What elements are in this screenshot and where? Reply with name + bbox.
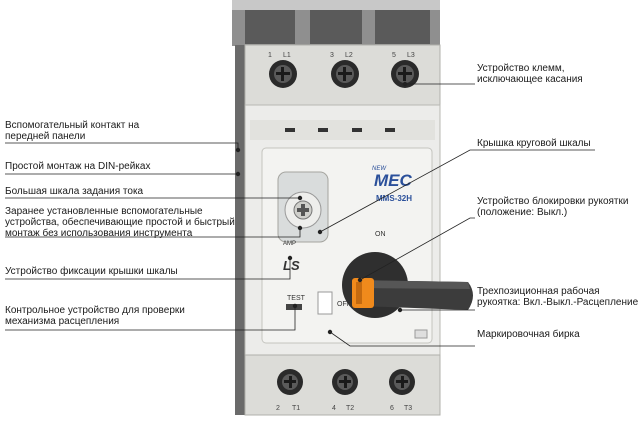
term-label: T3 <box>404 405 412 412</box>
leader-line <box>5 228 301 238</box>
term-label: T1 <box>292 405 300 412</box>
bottom-terminal-screw-1 <box>277 369 303 395</box>
term-label: 5 <box>392 52 396 59</box>
off-label: OFF <box>337 301 351 308</box>
leader-line <box>359 217 475 281</box>
term-label: L3 <box>407 52 415 59</box>
term-label: 2 <box>276 405 280 412</box>
top-terminal-screw-3 <box>391 60 419 88</box>
label-touch-safe-terminals: Устройство клемм,исключающее касания <box>477 63 583 85</box>
marking-tag <box>414 329 428 339</box>
label-marking-tag: Маркировочная бирка <box>477 329 580 340</box>
term-label: 3 <box>330 52 334 59</box>
leader-line <box>319 149 595 233</box>
label-current-scale: Большая шкала задания тока <box>5 186 144 197</box>
dial-mark: AMP <box>283 241 296 247</box>
label-handle-lock: Устройство блокировки рукоятки(положение… <box>477 196 629 218</box>
term-label: 4 <box>332 405 336 412</box>
term-label: 6 <box>390 405 394 412</box>
maker-logo: LS <box>283 258 300 273</box>
slot <box>352 128 362 132</box>
brand-small: NEW <box>372 166 387 172</box>
term-label: 1 <box>268 52 272 59</box>
leader-line <box>5 258 291 280</box>
label-din-mount: Простой монтаж на DIN-рейках <box>5 161 151 172</box>
term-label: L2 <box>345 52 353 59</box>
bottom-terminal-screw-3 <box>389 369 415 395</box>
slot <box>285 128 295 132</box>
label-dial-cover-lock: Устройство фиксации крышки шкалы <box>5 266 178 277</box>
top-terminal-screw-2 <box>331 60 359 88</box>
test-slot <box>317 291 333 315</box>
leader-line <box>5 306 296 331</box>
bottom-terminal-screw-2 <box>332 369 358 395</box>
slot <box>318 128 328 132</box>
slot <box>385 128 395 132</box>
model-label: MMS-32H <box>376 194 412 203</box>
label-dial-cover: Крышка круговой шкалы <box>477 138 591 149</box>
term-label: L1 <box>283 52 291 59</box>
leader-line <box>5 142 239 150</box>
test-label: TEST <box>287 295 306 302</box>
on-label: ON <box>375 231 386 238</box>
brand-logo: MEC <box>374 171 413 190</box>
leader-line <box>329 331 475 347</box>
top-terminal-screw-1 <box>269 60 297 88</box>
term-label: T2 <box>346 405 354 412</box>
